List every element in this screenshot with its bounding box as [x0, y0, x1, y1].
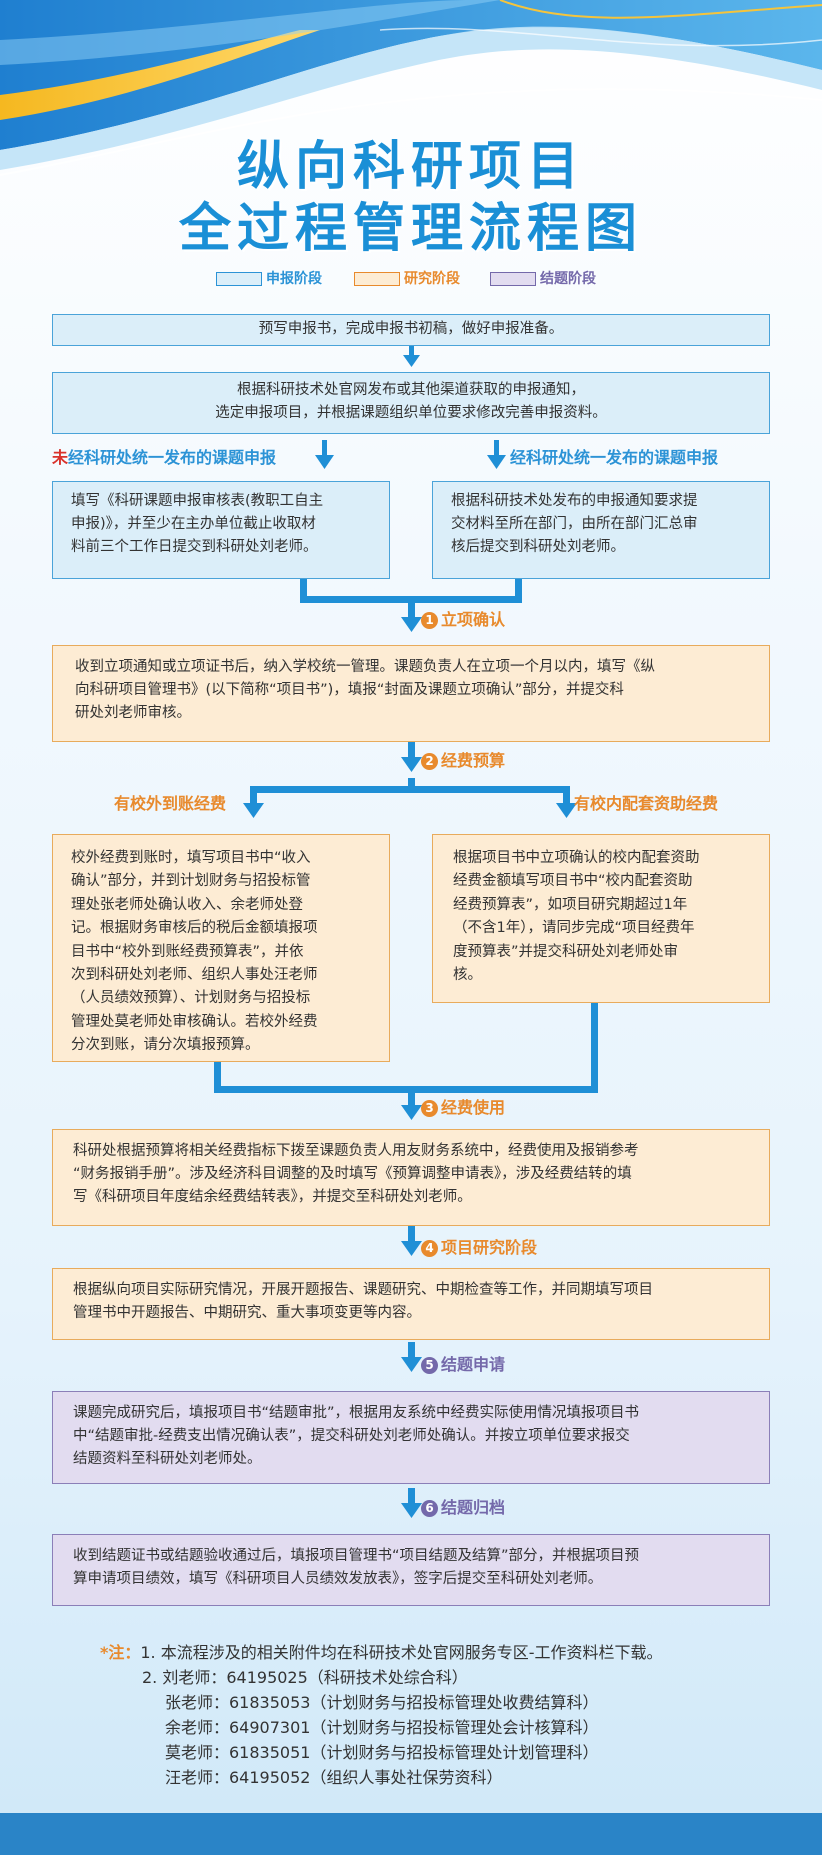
branch-label-unified: 经科研处统一发布的课题申报	[510, 448, 719, 467]
branch-box-line: 料前三个工作日提交到科研处刘老师。	[71, 539, 318, 555]
budget-internal-line: 经费预算表”，如项目研究期超过1年	[453, 896, 688, 913]
branch-box-not-unified: 填写《科研课题申报审核表(教职工自主 申报)》，并至少在主办单位截止收取材 料前…	[52, 481, 390, 579]
research-line: 根据纵向项目实际研究情况，开展开题报告、课题研究、中期检查等工作，并同期填写项目	[73, 1282, 653, 1298]
budget-internal-line: 经费金额填写项目书中“校内配套资助	[453, 873, 693, 890]
branch-box-line: 申报)》，并至少在主办单位截止收取材	[71, 516, 316, 532]
budget-internal-line: 度预算表”并提交科研处刘老师处审	[453, 943, 679, 960]
branch-label-not-unified: 未经科研处统一发布的课题申报	[52, 447, 276, 469]
stage-5-text: 结题申请	[441, 1355, 506, 1374]
research-box: 根据纵向项目实际研究情况，开展开题报告、课题研究、中期检查等工作，并同期填写项目…	[52, 1268, 770, 1340]
archive-box: 收到结题证书或结题验收通过后，填报项目管理书“项目结题及结算”部分，并根据项目预…	[52, 1534, 770, 1606]
budget-internal-line: 根据项目书中立项确认的校内配套资助	[453, 850, 700, 866]
approval-line: 向科研项目管理书》(以下简称“项目书”)，填报“封面及课题立项确认”部分，并提交…	[75, 682, 624, 698]
budget-external-line: （人员绩效预算）、计划财务与招投标	[71, 990, 311, 1007]
stage-3-number-badge: 3	[421, 1100, 438, 1117]
branch-box-line: 交材料至所在部门，由所在部门汇总审	[451, 516, 698, 532]
budget-external-line: 确认”部分，并到计划财务与招投标管	[71, 873, 311, 890]
stage-6-text: 结题归档	[441, 1498, 506, 1517]
usage-line: “财务报销手册”。涉及经济科目调整的及时填写《预算调整申请表》，涉及经费结转的填	[73, 1166, 632, 1182]
conclusion-line: 结题资料至科研处刘老师处。	[73, 1451, 262, 1467]
budget-box-internal: 根据项目书中立项确认的校内配套资助 经费金额填写项目书中“校内配套资助 经费预算…	[432, 834, 770, 1003]
budget-box-external: 校外经费到账时，填写项目书中“收入 确认”部分，并到计划财务与招投标管 理处张老…	[52, 834, 390, 1062]
notes-line: 汪老师：64195052（组织人事处社保劳资科）	[165, 1768, 503, 1787]
stage-2-text: 经费预算	[441, 751, 506, 770]
stage-5-number-badge: 5	[421, 1357, 438, 1374]
branch-box-unified: 根据科研技术处发布的申报通知要求提 交材料至所在部门，由所在部门汇总审 核后提交…	[432, 481, 770, 579]
budget-external-line: 管理处莫老师处审核确认。若校外经费	[71, 1013, 318, 1030]
step-prepare-text: 预写申报书，完成申报书初稿，做好申报准备。	[258, 321, 564, 337]
usage-line: 科研处根据预算将相关经费指标下拨至课题负责人用友财务系统中，经费使用及报销参考	[73, 1143, 639, 1159]
notes-line: 莫老师：61835051（计划财务与招投标管理处计划管理科）	[165, 1743, 599, 1762]
step-prepare-box: 预写申报书，完成申报书初稿，做好申报准备。	[52, 314, 770, 346]
archive-line: 算申请项目绩效，填写《科研项目人员绩效发放表》，签字后提交至科研处刘老师。	[73, 1571, 603, 1587]
budget-label-external: 有校外到账经费	[114, 794, 227, 813]
approval-line: 研处刘老师审核。	[75, 705, 191, 721]
budget-external-line: 目书中“校外到账经费预算表”，并依	[71, 943, 304, 960]
notes-line: 2. 刘老师：64195025（科研技术处综合科）	[142, 1668, 468, 1687]
conclusion-box: 课题完成研究后，填报项目书“结题审批”，根据用友系统中经费实际使用情况填报项目书…	[52, 1391, 770, 1484]
stage-4-text: 项目研究阶段	[441, 1238, 538, 1257]
research-line: 管理书中开题报告、中期研究、重大事项变更等内容。	[73, 1305, 421, 1321]
archive-line: 收到结题证书或结题验收通过后，填报项目管理书“项目结题及结算”部分，并根据项目预	[73, 1548, 640, 1564]
legend-label-conclude: 结题阶段	[540, 271, 596, 287]
notes-line: 1. 本流程涉及的相关附件均在科研技术处官网服务专区-工作资料栏下载。	[140, 1643, 663, 1662]
budget-internal-line: （不含1年），请同步完成“项目经费年	[453, 920, 695, 937]
stage-1-number-badge: 1	[421, 612, 438, 629]
approval-box: 收到立项通知或立项证书后，纳入学校统一管理。课题负责人在立项一个月以内，填写《纵…	[52, 645, 770, 742]
conclusion-line: 中“结题审批-经费支出情况确认表”，提交科研处刘老师处确认。并按立项单位要求报交	[73, 1428, 630, 1444]
stage-3-text: 经费使用	[441, 1098, 506, 1117]
header-wave-decoration	[0, 0, 822, 176]
step-notice-line: 选定申报项目，并根据课题组织单位要求修改完善申报资料。	[215, 405, 607, 421]
stage-1-text: 立项确认	[441, 610, 506, 629]
legend-swatch-research	[354, 272, 400, 286]
budget-external-line: 次到科研处刘老师、组织人事处汪老师	[71, 967, 318, 984]
legend-label-apply: 申报阶段	[266, 271, 322, 287]
branch-box-line: 核后提交到科研处刘老师。	[451, 539, 625, 555]
legend-swatch-apply	[216, 272, 262, 286]
branch-label-rest: 经科研处统一发布的课题申报	[68, 448, 277, 467]
notes-line: 张老师：61835053（计划财务与招投标管理处收费结算科）	[165, 1693, 599, 1712]
budget-external-line: 校外经费到账时，填写项目书中“收入	[71, 850, 311, 866]
branch-box-line: 根据科研技术处发布的申报通知要求提	[451, 493, 698, 509]
usage-line: 写《科研项目年度结余经费结转表》，并提交至科研处刘老师。	[73, 1189, 472, 1205]
legend-swatch-conclude	[490, 272, 536, 286]
conclusion-line: 课题完成研究后，填报项目书“结题审批”，根据用友系统中经费实际使用情况填报项目书	[73, 1405, 640, 1421]
stage-2-number-badge: 2	[421, 753, 438, 770]
notes-line: 余老师：64907301（计划财务与招投标管理处会计核算科）	[165, 1718, 599, 1737]
page-title-line2: 全过程管理流程图	[178, 199, 643, 259]
stage-6-number-badge: 6	[421, 1500, 438, 1517]
legend-label-research: 研究阶段	[404, 271, 460, 287]
approval-line: 收到立项通知或立项证书后，纳入学校统一管理。课题负责人在立项一个月以内，填写《纵	[75, 659, 655, 675]
budget-external-line: 分次到账，请分次填报预算。	[71, 1037, 260, 1054]
page-title-line1: 纵向科研项目	[236, 137, 585, 197]
branch-box-line: 填写《科研课题申报审核表(教职工自主	[71, 493, 324, 509]
budget-external-line: 记。根据财务审核后的税后金额填报项	[71, 920, 318, 937]
footer-bar	[0, 1813, 822, 1855]
notes-section: *注：1. 本流程涉及的相关附件均在科研技术处官网服务专区-工作资料栏下载。 2…	[100, 1640, 663, 1790]
budget-external-line: 理处张老师处确认收入、余老师处登	[71, 896, 303, 913]
usage-box: 科研处根据预算将相关经费指标下拨至课题负责人用友财务系统中，经费使用及报销参考 …	[52, 1129, 770, 1226]
step-notice-box: 根据科研技术处官网发布或其他渠道获取的申报通知， 选定申报项目，并根据课题组织单…	[52, 372, 770, 434]
notes-prefix: *注：	[100, 1643, 141, 1662]
branch-label-prefix: 未	[52, 448, 69, 467]
step-notice-line: 根据科研技术处官网发布或其他渠道获取的申报通知，	[237, 382, 585, 398]
stage-4-number-badge: 4	[421, 1240, 438, 1257]
budget-internal-line: 核。	[453, 967, 482, 984]
budget-label-internal: 有校内配套资助经费	[574, 794, 719, 813]
